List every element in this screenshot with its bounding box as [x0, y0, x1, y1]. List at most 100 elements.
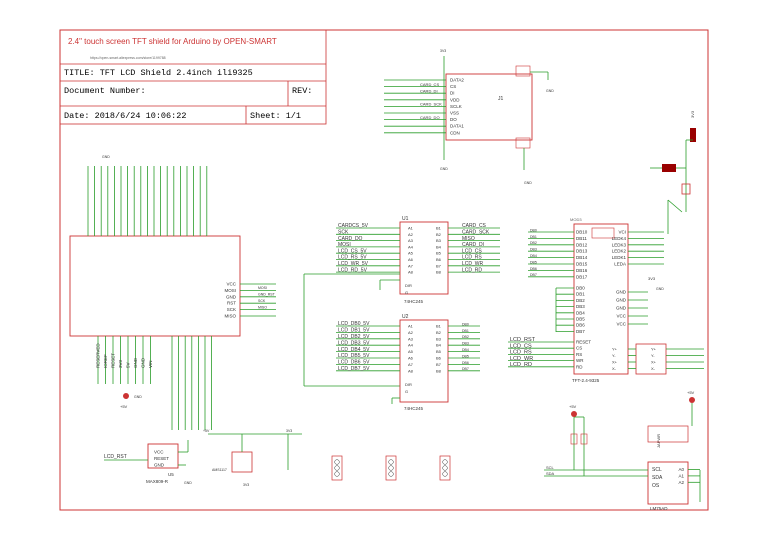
tft-pin-label: LEDK4: [612, 236, 627, 241]
title-block: [59, 29, 327, 125]
u1-part: 74HC245: [404, 299, 424, 304]
arduino-net-label: SCK: [258, 299, 266, 303]
tft-db-net: DB6: [530, 267, 537, 271]
u1-input-net: LCD_CS_5V: [338, 248, 367, 254]
tft-pin-label: DB7: [576, 329, 585, 334]
tft-pin-label: VCC: [616, 314, 626, 319]
power-symbols: +5V +5V +5V 3V3: [120, 110, 696, 417]
arduino-net-label: MOSI: [258, 286, 267, 290]
u2-input-net: LCD_DB4_5V: [338, 347, 370, 353]
u1-output-net: LCD_RD: [462, 267, 482, 273]
tft-pin-label: DB14: [576, 255, 588, 260]
touch-pin-label: X+: [651, 360, 657, 365]
u1-pin-label: A1: [408, 226, 414, 231]
regulator-out: 3V3: [286, 429, 292, 433]
rtc-pin-label: A2: [678, 480, 684, 485]
tft-pin-label: DB5: [576, 317, 585, 322]
sd-ref: J1: [498, 96, 504, 102]
tft-pin-label: DB15: [576, 262, 588, 267]
u1-input-net: LCD_WR_5V: [338, 261, 369, 267]
arduino-pin-label: VCC: [226, 282, 236, 287]
u1-output-net: LCD_RS: [462, 255, 482, 261]
tft-pin-label: DB13: [576, 249, 588, 254]
u2-pin-label: A1: [408, 324, 414, 329]
u2-output-net: DB3: [462, 342, 469, 346]
tft-pin-label: DB0: [576, 286, 585, 291]
tft-pin-label: DB4: [576, 310, 585, 315]
tft-pin-label: DB17: [576, 274, 588, 279]
rtc-pin-label: A0: [678, 467, 684, 472]
rtc-chip: LM75AD JAPWR: [647, 425, 689, 511]
tft-part: TFT-2.4-9325: [572, 378, 600, 383]
sd-pins: DATA2CSDIVDDSCLKVSSDODATA1CDNCARD_CSCARD…: [384, 49, 554, 185]
tft-ctrl-net: LCD_RS: [510, 350, 532, 356]
u1-pin-label: A4: [408, 244, 414, 249]
tft-ctrl-net: LCD_RD: [510, 362, 532, 368]
sd-pin-label: DI: [450, 91, 455, 96]
u2-input-net: LCD_DB7_5V: [338, 366, 370, 372]
u2-pin-label: A3: [408, 336, 414, 341]
sd-net-label: CARD_DI: [420, 88, 438, 93]
rtc-pin-label: SDA: [652, 475, 663, 481]
u2-output-net: DB1: [462, 329, 469, 333]
rtc-pin-label: A1: [678, 473, 684, 478]
plus5v-label-c: +5V: [687, 390, 695, 395]
tft-pin-label: LEDK2: [612, 249, 627, 254]
title-block-date: Date: 2018/6/24 10:06:22: [64, 111, 187, 121]
u2-input-net: LCD_DB1_5V: [338, 328, 370, 334]
arduino-net-label: MISO: [258, 305, 267, 309]
sd-gnd-label-bottom: GND: [524, 181, 532, 185]
u2-part: 74HC245: [404, 406, 424, 411]
u2-pin-label: A2: [408, 330, 414, 335]
tft-pin-label: DB6: [576, 323, 585, 328]
tft-pin-label: DB10: [576, 230, 588, 235]
u1-pin-label: B6: [436, 257, 442, 262]
u1-ref: U1: [402, 216, 409, 222]
tft-pin-label: GND: [616, 298, 627, 303]
title-block-document-number: Document Number:: [64, 86, 146, 96]
u1-output-net: CARD_CS: [462, 223, 487, 229]
u1-output-net: CARD_DI: [462, 242, 484, 248]
tft-db-net: DB7: [530, 273, 537, 277]
touch-block: [635, 343, 667, 375]
u2-pin-label: B7: [436, 362, 442, 367]
u2-ref: U2: [402, 314, 409, 320]
regulator: AMS1117 +5V 3V3 3V3: [203, 429, 302, 487]
backlight-circuit: [650, 139, 693, 234]
rtc-part: LM75AD: [650, 506, 668, 511]
tft-pin-label: DB16: [576, 268, 588, 273]
reset-chip-ref: U5: [168, 472, 174, 477]
tft-pins: DB10DB0DB11DB1DB12DB2DB13DB3DB14DB4DB15D…: [508, 228, 664, 369]
u2-pin-label: B3: [436, 336, 442, 341]
arduino-gnd-top: GND: [102, 155, 110, 159]
u1-pin-label: A5: [408, 251, 414, 256]
u1-input-net: MOSI: [338, 242, 351, 248]
tft-pin-label: GND: [616, 306, 627, 311]
sd-net-label: CARD_SCK: [420, 102, 442, 107]
tft-v3v3-label: 3V3: [648, 276, 656, 281]
sd-net-label: CARD_CS: [420, 82, 439, 87]
u1-pin-label: B8: [436, 270, 442, 275]
u2-pin-label: A6: [408, 356, 414, 361]
arduino-pin-label: GND: [226, 294, 237, 299]
reset-pin-label: GND: [154, 462, 165, 467]
u1-dir: DIR: [405, 283, 412, 288]
touch-pin-label: Y+: [612, 347, 618, 352]
title-block-url: https://open-smart.aliexpress.com/store/…: [90, 56, 166, 60]
sd-pin-label: CS: [450, 84, 456, 89]
u2-pin-label: A8: [408, 368, 414, 373]
tft-pin-label: DB11: [576, 236, 587, 241]
tft-pin-label: WR: [576, 358, 584, 363]
small-headers: [331, 455, 451, 481]
u2-output-net: DB7: [462, 367, 469, 371]
plus5v-label-a: +5V: [120, 404, 128, 409]
arduino-header: [69, 235, 241, 337]
sd-pin-label: DO: [450, 117, 457, 122]
u1-pin-label: B2: [436, 232, 442, 237]
u1-output-net: LCD_CS: [462, 248, 482, 254]
sd-pin-label: VSS: [450, 111, 459, 116]
u1-input-net: LCD_RS_5V: [338, 255, 367, 261]
reset-pin-label: VCC: [154, 450, 164, 455]
